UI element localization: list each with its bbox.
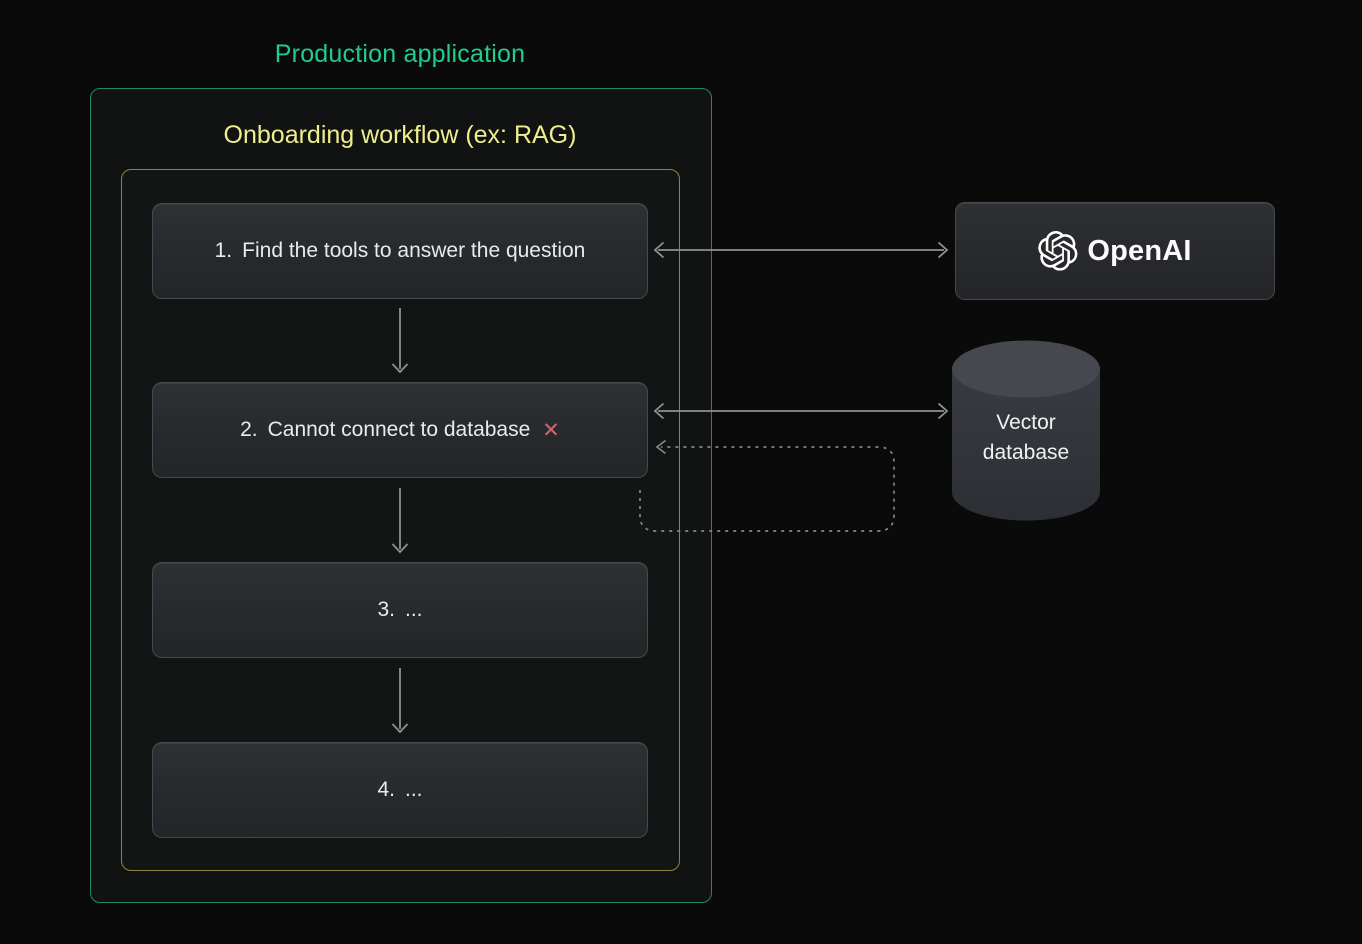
step-label: ...	[405, 598, 423, 621]
step-4-node: 4. ...	[152, 742, 648, 838]
step-number: 4.	[377, 778, 395, 801]
error-x-icon: ✕	[542, 418, 560, 442]
vector-database-label: Vector database	[982, 411, 1070, 464]
openai-node: OpenAI	[955, 202, 1275, 300]
step-number: 2.	[240, 418, 258, 441]
step-number: 1.	[214, 239, 233, 262]
database-cylinder-icon	[952, 340, 1100, 521]
openai-label: OpenAI	[1087, 234, 1192, 267]
step-2-node: 2. Cannot connect to database ✕	[152, 382, 648, 478]
step-label: ...	[405, 778, 423, 801]
step-number: 3.	[377, 598, 395, 621]
step-label: Cannot connect to database	[267, 418, 531, 441]
step-1-node: 1. Find the tools to answer the question	[152, 203, 648, 299]
openai-logo-icon	[1038, 231, 1078, 271]
production-application-title: Production application	[274, 40, 526, 68]
step-3-node: 3. ...	[152, 562, 648, 658]
onboarding-workflow-title: Onboarding workflow (ex: RAG)	[223, 121, 577, 149]
vector-database-node	[951, 340, 1101, 522]
step-label: Find the tools to answer the question	[242, 239, 586, 262]
